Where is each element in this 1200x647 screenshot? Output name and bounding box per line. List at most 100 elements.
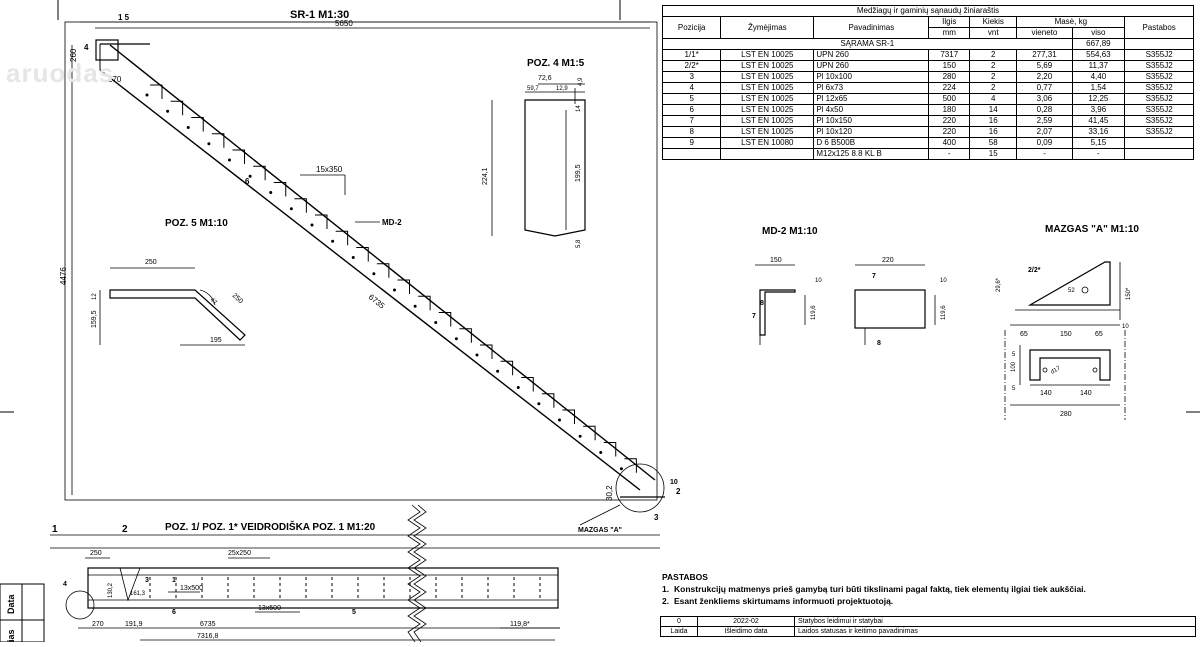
notes-title: PASTABOS bbox=[662, 572, 708, 582]
node-a-d5: 65 bbox=[1020, 331, 1028, 338]
cell-zym: LST EN 10025 bbox=[720, 60, 815, 72]
main-dim-4: 4 bbox=[84, 43, 89, 52]
cell-pav: Pl 6x73 bbox=[813, 82, 930, 94]
step-bolt bbox=[372, 272, 376, 276]
cell-zym: LST EN 10025 bbox=[720, 126, 815, 138]
cell-poz: 4 bbox=[661, 82, 722, 94]
md2-d9: 7 bbox=[752, 313, 756, 320]
main-dim-width: 5650 bbox=[335, 19, 353, 28]
step-bolt bbox=[289, 207, 293, 211]
tb-status-value: Statybos leidimui ir statybai bbox=[794, 616, 1196, 627]
poz4-d8: 5,8 bbox=[576, 239, 582, 248]
tb-laida-label: Laida bbox=[660, 626, 698, 637]
step-bolt bbox=[166, 109, 170, 113]
md2-d6: 7 bbox=[872, 273, 876, 280]
stair-step bbox=[211, 133, 225, 148]
poz1-d10: 161,3 bbox=[130, 591, 146, 597]
md2-d2: 220 bbox=[882, 257, 894, 264]
cell-poz: 1/1* bbox=[661, 49, 722, 61]
main-dim-260: 260 bbox=[69, 48, 78, 62]
notes: PASTABOS 1.Konstrukcijų matmenys prieš g… bbox=[662, 571, 1086, 607]
poz1-d9: 119,8* bbox=[510, 621, 530, 628]
cell-pav: UPN 260 bbox=[813, 60, 930, 72]
cell-viso: 11,37 bbox=[1071, 60, 1126, 72]
poz4-d7: 14 bbox=[576, 105, 582, 112]
group-empty bbox=[1124, 38, 1194, 50]
cell-pav: Pl 10x120 bbox=[813, 126, 930, 138]
poz1-d13: 4 bbox=[63, 581, 67, 588]
th-kiekis: Kiekis bbox=[969, 16, 1018, 28]
cell-pav: Pl 12x65 bbox=[813, 93, 930, 105]
cell-viso: 554,63 bbox=[1071, 49, 1126, 61]
cell-poz: 2/2* bbox=[661, 60, 722, 72]
cell-kiekis: 2 bbox=[969, 82, 1018, 94]
note-item-1: 1.Konstrukcijų matmenys prieš gamybą tur… bbox=[662, 583, 1086, 595]
stair-step bbox=[583, 425, 596, 441]
th-ilgis-unit: mm bbox=[928, 27, 971, 39]
main-dim-top: 1 5 bbox=[118, 13, 130, 22]
poz1-d15: 5 bbox=[352, 609, 356, 616]
table-row: M12x125 8.8 KL B-15-- bbox=[661, 148, 1194, 160]
main-dim-3: 3 bbox=[654, 513, 659, 522]
cell-viso: 3,96 bbox=[1071, 104, 1126, 116]
node-a-d9: 140 bbox=[1040, 390, 1052, 397]
main-dim-270: 270 bbox=[108, 75, 122, 84]
th-vieneto: vieneto bbox=[1016, 27, 1073, 39]
cell-past bbox=[1124, 137, 1194, 149]
cell-kiekis: 14 bbox=[969, 104, 1018, 116]
cell-kiekis: 58 bbox=[969, 137, 1018, 149]
th-pozicija: Pozicija bbox=[661, 16, 722, 39]
cell-ilgis: 220 bbox=[928, 126, 971, 138]
th-zymejimas: Žymėjimas bbox=[720, 16, 815, 39]
step-bolt bbox=[310, 223, 314, 227]
poz5-d4: 159,5 bbox=[91, 310, 98, 328]
main-dim-2: 2 bbox=[676, 487, 681, 496]
stair-step bbox=[521, 377, 534, 392]
md2-d3: 119,6 bbox=[811, 305, 817, 320]
th-ilgis: Ilgis bbox=[928, 16, 971, 28]
step-bolt bbox=[619, 467, 623, 471]
cell-kiekis: 2 bbox=[969, 49, 1018, 61]
note-number: 2. bbox=[662, 596, 670, 606]
cell-viso: 33,16 bbox=[1071, 126, 1126, 138]
stair-step bbox=[624, 458, 637, 473]
cell-kiekis: 16 bbox=[969, 126, 1018, 138]
step-bolt bbox=[145, 93, 149, 97]
stair-step bbox=[335, 230, 349, 246]
main-tag-15x350: 15x350 bbox=[316, 165, 343, 174]
cell-past: S355J2 bbox=[1124, 49, 1194, 61]
poz1-d3: 13x500 bbox=[180, 585, 203, 592]
node-a-d15: d17 bbox=[1050, 365, 1062, 376]
cell-poz: 3 bbox=[661, 71, 722, 83]
cell-zym: LST EN 10025 bbox=[720, 115, 815, 127]
step-bolt bbox=[496, 369, 500, 373]
step-bolt bbox=[578, 434, 582, 438]
note-number: 1. bbox=[662, 584, 670, 594]
stair-step bbox=[376, 263, 390, 278]
cell-vnt: 277,31 bbox=[1016, 49, 1073, 61]
cell-pav: M12x125 8.8 KL B bbox=[813, 148, 930, 160]
cell-vnt: 0,09 bbox=[1016, 137, 1073, 149]
main-dim-diag: 6735 bbox=[367, 292, 387, 310]
poz1-d7: 6735 bbox=[200, 621, 216, 628]
cell-kiekis: 2 bbox=[969, 60, 1018, 72]
poz1-d6: 191,9 bbox=[125, 621, 143, 628]
side-ias-label: ias bbox=[6, 629, 16, 642]
stair-step bbox=[170, 100, 184, 116]
stair-step bbox=[253, 165, 266, 181]
poz1-title: POZ. 1/ POZ. 1* VEIDRODIŠKA POZ. 1 M1:20 bbox=[165, 520, 376, 533]
th-kiekis-unit: vnt bbox=[969, 27, 1018, 39]
main-dim-30: 30,2 bbox=[605, 485, 614, 501]
node-a-d3: 52 bbox=[1068, 288, 1075, 294]
poz1-d8: 7316,8 bbox=[197, 633, 219, 640]
cell-pav: D 6 B500B bbox=[813, 137, 930, 149]
note-text: Esant ženkliems skirtumams informuoti pr… bbox=[674, 596, 894, 606]
cell-poz: 6 bbox=[661, 104, 722, 116]
stair-step bbox=[397, 279, 410, 294]
cell-poz: 9 bbox=[661, 137, 722, 149]
cell-vnt: 2,07 bbox=[1016, 126, 1073, 138]
step-bolt bbox=[413, 304, 417, 308]
cell-vnt: 3,06 bbox=[1016, 93, 1073, 105]
poz4-d4: 4,9 bbox=[578, 77, 584, 86]
